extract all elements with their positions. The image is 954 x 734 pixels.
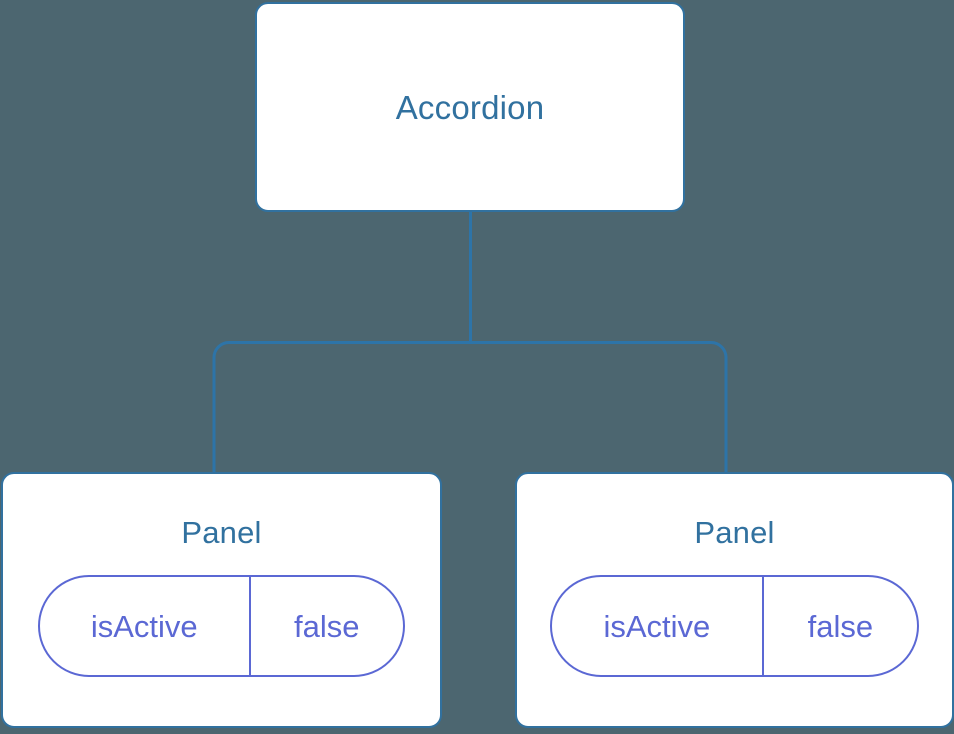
node-panel-left[interactable]: Panel isActive false: [1, 472, 442, 728]
prop-value-isactive-left: false: [294, 608, 360, 644]
node-accordion-title: Accordion: [395, 88, 545, 126]
prop-key-isactive-right: isActive: [552, 577, 764, 675]
node-panel-right[interactable]: Panel isActive false: [515, 472, 954, 728]
prop-key-isactive-left: isActive: [40, 577, 251, 675]
prop-pill-isactive-left[interactable]: isActive false: [38, 575, 405, 677]
edge-to-panel-right: [470, 341, 728, 474]
prop-value-isactive-right: false: [807, 608, 874, 644]
node-panel-right-title: Panel: [694, 515, 775, 550]
prop-pill-isactive-right[interactable]: isActive false: [550, 575, 919, 677]
node-panel-left-title: Panel: [181, 515, 262, 550]
edge-to-panel-left: [212, 341, 471, 474]
node-accordion[interactable]: Accordion: [255, 2, 685, 212]
